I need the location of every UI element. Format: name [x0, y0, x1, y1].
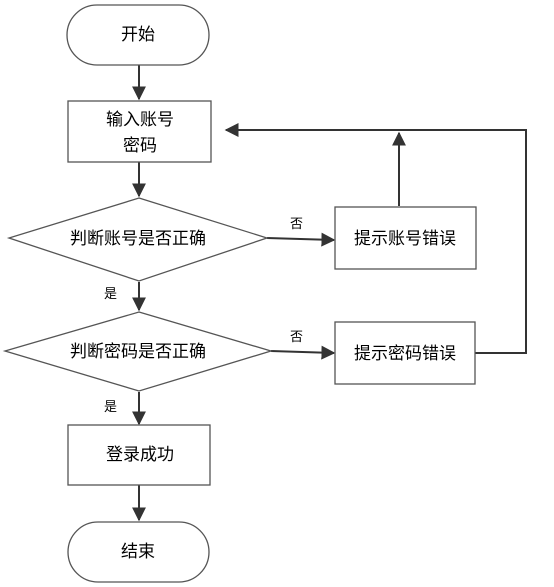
node-check-password-label: 判断密码是否正确: [70, 342, 206, 362]
node-check-password: 判断密码是否正确: [2, 311, 274, 392]
node-login-success-label: 登录成功: [106, 445, 174, 465]
edge-check-password-no: [270, 345, 336, 360]
node-end-label: 结束: [121, 542, 155, 562]
node-password-error: 提示密码错误: [334, 321, 476, 385]
node-check-account-label: 判断账号是否正确: [70, 229, 206, 249]
edge-password-error-back: [224, 123, 527, 354]
node-start: 开始: [66, 4, 210, 66]
edge-label-check-account-yes: 是: [104, 287, 117, 302]
node-account-error: 提示账号错误: [334, 206, 477, 270]
node-start-label: 开始: [121, 25, 155, 45]
node-check-account: 判断账号是否正确: [6, 197, 270, 282]
node-input-label-line1: 输入账号: [106, 110, 174, 130]
edge-label-check-password-yes: 是: [104, 400, 117, 415]
node-input: 输入账号 密码: [67, 100, 212, 163]
edge-check-account-no: [266, 232, 336, 247]
edge-label-check-account-no: 否: [290, 217, 303, 232]
node-input-label-line2: 密码: [123, 136, 157, 156]
node-account-error-label: 提示账号错误: [354, 229, 456, 249]
edge-label-check-password-no: 否: [290, 330, 303, 345]
node-end: 结束: [67, 521, 210, 583]
node-login-success: 登录成功: [67, 424, 211, 486]
node-password-error-label: 提示密码错误: [354, 344, 456, 364]
